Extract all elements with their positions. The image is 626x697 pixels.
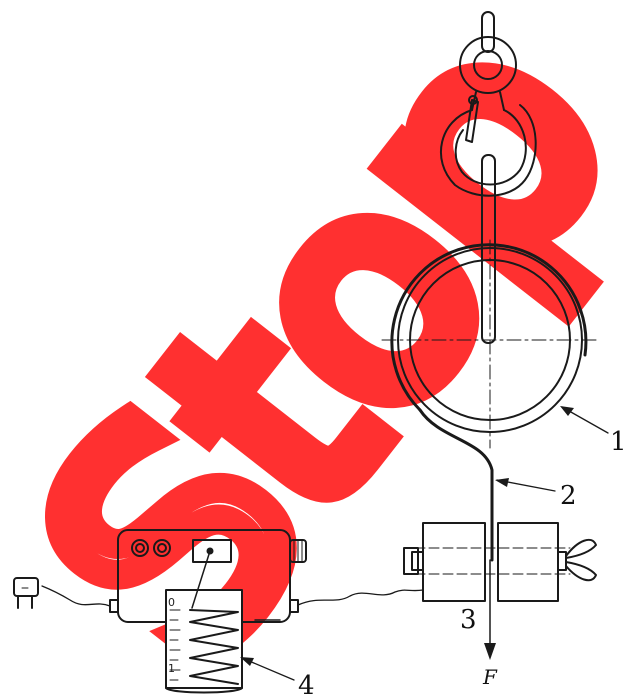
power-cable xyxy=(41,585,111,607)
strip-clamp xyxy=(403,522,597,602)
clamp-cable xyxy=(297,589,424,606)
roll-mandrel xyxy=(381,239,599,449)
crane-hook xyxy=(439,11,537,344)
scale-label-top: 0 xyxy=(168,596,175,609)
callout-4: 4 xyxy=(298,671,315,697)
test-strip xyxy=(418,408,494,562)
callout-3: 3 xyxy=(460,605,477,635)
callout-1: 1 xyxy=(610,427,626,457)
force-label: F xyxy=(482,665,498,689)
force-recorder xyxy=(109,529,307,694)
scale-label-bottom: 1 xyxy=(168,662,175,675)
callout-2: 2 xyxy=(560,481,577,511)
plug-icon xyxy=(13,577,39,609)
